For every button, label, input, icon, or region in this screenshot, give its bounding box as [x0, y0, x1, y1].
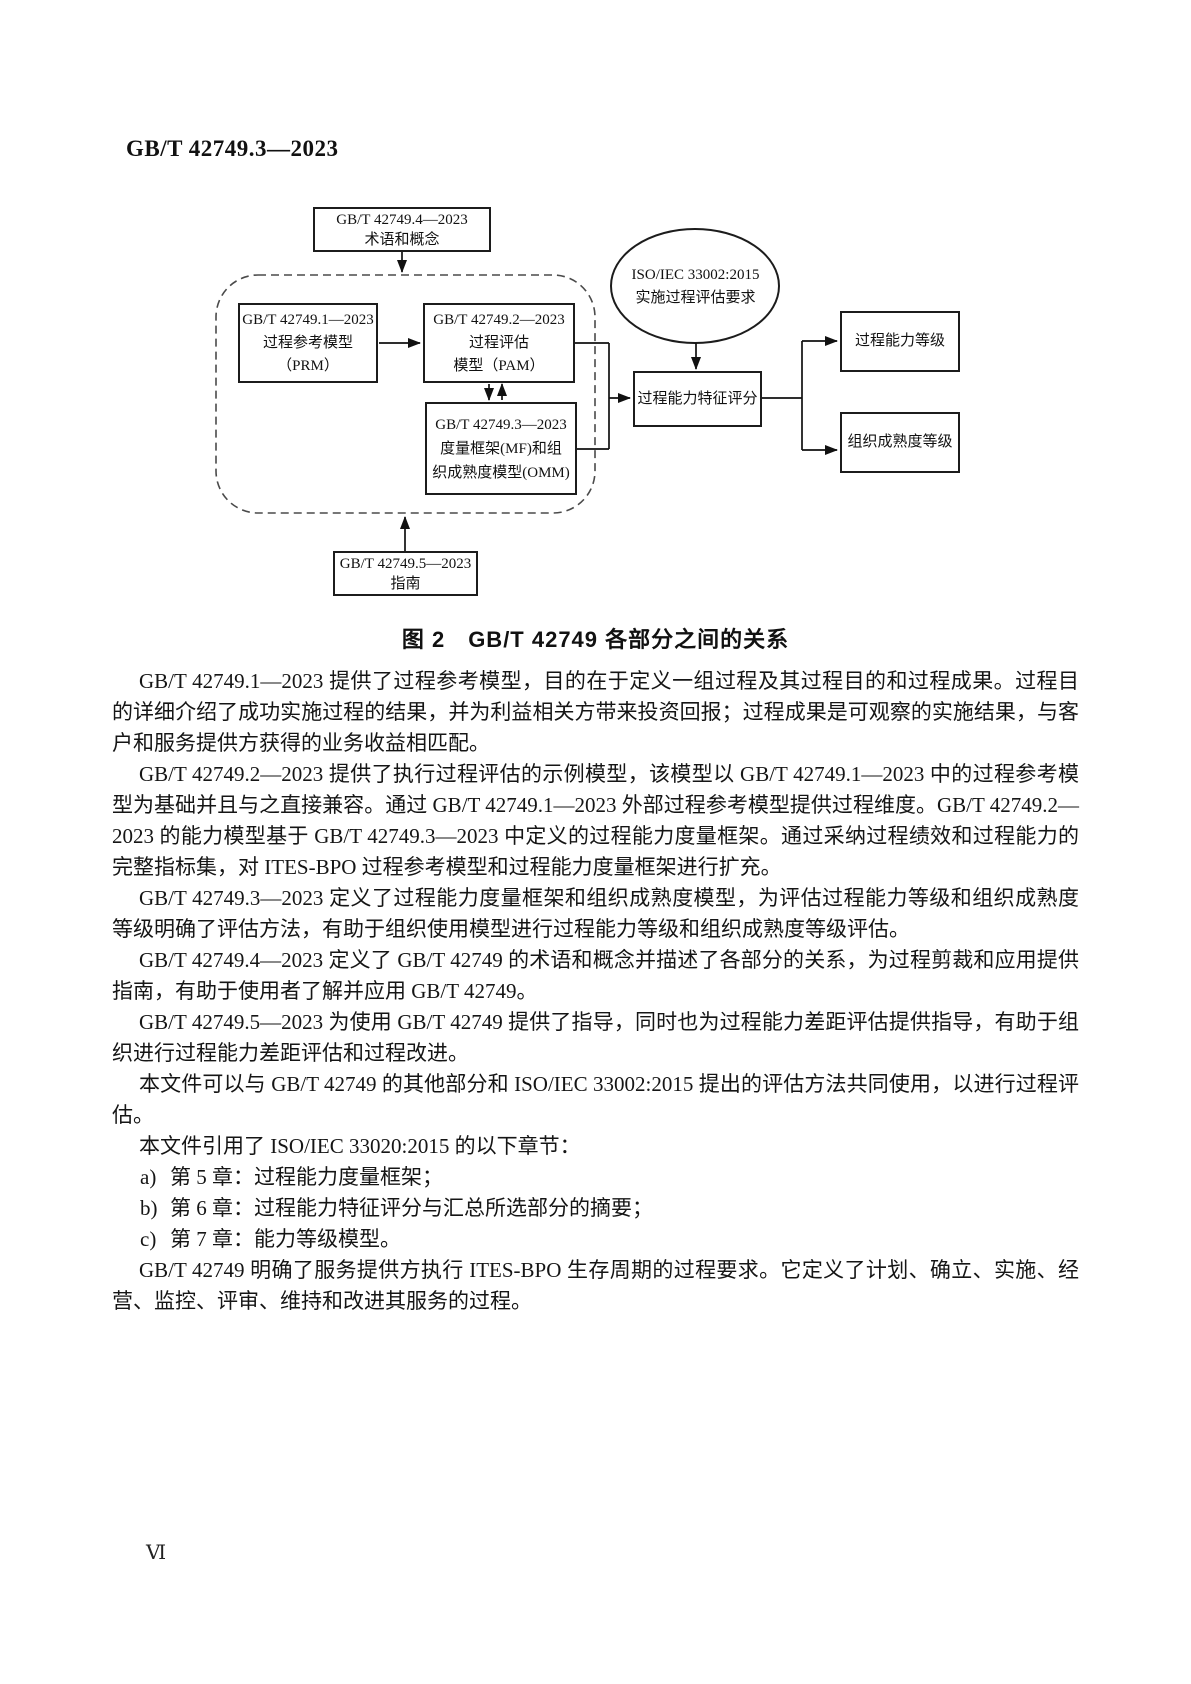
paragraph: GB/T 42749.1—2023 提供了过程参考模型，目的在于定义一组过程及其…	[112, 669, 1079, 755]
node-label: 实施过程评估要求	[635, 290, 756, 306]
paragraph: GB/T 42749.3—2023 定义了过程能力度量框架和组织成熟度模型，为评…	[112, 886, 1079, 941]
paragraph: GB/T 42749.4—2023 定义了 GB/T 42749 的术语和概念并…	[112, 948, 1079, 1003]
figure-2-diagram: GB/T 42749.4—2023 术语和概念 GB/T 42749.1—202…	[0, 0, 1191, 700]
node-label: 组织成熟度等级	[847, 434, 953, 450]
node-label: GB/T 42749.1—2023	[242, 311, 374, 328]
list-item: c) 第 7 章：能力等级模型。	[140, 1224, 1079, 1255]
node-iso-33002: ISO/IEC 33002:2015 实施过程评估要求	[608, 258, 783, 316]
iso-ellipse	[610, 228, 780, 344]
paragraph: 本文件可以与 GB/T 42749 的其他部分和 ISO/IEC 33002:2…	[112, 1072, 1079, 1127]
node-label: GB/T 42749.4—2023	[336, 211, 468, 228]
node-gbt-42749-1: GB/T 42749.1—2023 过程参考模型 （PRM）	[238, 303, 378, 383]
node-label: 术语和概念	[364, 231, 440, 248]
node-label: ISO/IEC 33002:2015	[631, 267, 760, 283]
node-label: 过程参考模型	[262, 334, 353, 351]
list-marker: c)	[140, 1227, 157, 1251]
node-label: GB/T 42749.2—2023	[433, 311, 565, 328]
node-gbt-42749-3: GB/T 42749.3—2023 度量框架(MF)和组 织成熟度模型(OMM)	[425, 402, 577, 495]
dashed-scope-border	[215, 274, 596, 514]
node-maturity-level: 组织成熟度等级	[840, 412, 960, 473]
document-number: GB/T 42749.3—2023	[126, 136, 339, 161]
node-label: 织成熟度模型(OMM)	[432, 464, 570, 481]
list-marker: b)	[140, 1196, 158, 1220]
node-gbt-42749-2: GB/T 42749.2—2023 过程评估 模型（PAM）	[423, 303, 575, 383]
paragraph: 本文件引用了 ISO/IEC 33020:2015 的以下章节：	[139, 1134, 581, 1158]
node-label: 过程能力特征评分	[637, 390, 758, 407]
node-label: （PRM）	[277, 357, 339, 374]
list-item: a) 第 5 章：过程能力度量框架；	[140, 1162, 1079, 1193]
paragraph: GB/T 42749.2—2023 提供了执行过程评估的示例模型，该模型以 GB…	[112, 762, 1079, 879]
list-marker: a)	[140, 1165, 157, 1189]
node-label: 度量框架(MF)和组	[440, 440, 562, 457]
node-label: 模型（PAM）	[453, 357, 545, 374]
figure-caption: 图 2 GB/T 42749 各部分之间的关系	[401, 627, 790, 652]
list-text: 第 5 章：过程能力度量框架；	[170, 1165, 443, 1189]
node-capability-rating: 过程能力特征评分	[633, 371, 762, 427]
list-item: b) 第 6 章：过程能力特征评分与汇总所选部分的摘要；	[140, 1193, 1079, 1224]
node-label: 过程能力等级	[854, 333, 945, 349]
diagram-connectors	[215, 228, 838, 551]
node-label: 指南	[390, 575, 421, 592]
list-text: 第 6 章：过程能力特征评分与汇总所选部分的摘要；	[170, 1196, 653, 1220]
node-label: GB/T 42749.3—2023	[435, 416, 567, 433]
paragraph: GB/T 42749 明确了服务提供方执行 ITES-BPO 生存周期的过程要求…	[112, 1258, 1079, 1313]
list-text: 第 7 章：能力等级模型。	[170, 1227, 401, 1251]
node-gbt-42749-4: GB/T 42749.4—2023 术语和概念	[313, 207, 491, 252]
node-label: 过程评估	[468, 334, 529, 351]
node-label: GB/T 42749.5—2023	[339, 555, 472, 572]
page-number: Ⅵ	[146, 1542, 167, 1564]
node-capability-level: 过程能力等级	[840, 311, 960, 372]
node-gbt-42749-5: GB/T 42749.5—2023 指南	[333, 551, 478, 596]
paragraph: GB/T 42749.5—2023 为使用 GB/T 42749 提供了指导，同…	[112, 1010, 1079, 1065]
body-text: GB/T 42749.1—2023 提供了过程参考模型，目的在于定义一组过程及其…	[112, 666, 1079, 1317]
